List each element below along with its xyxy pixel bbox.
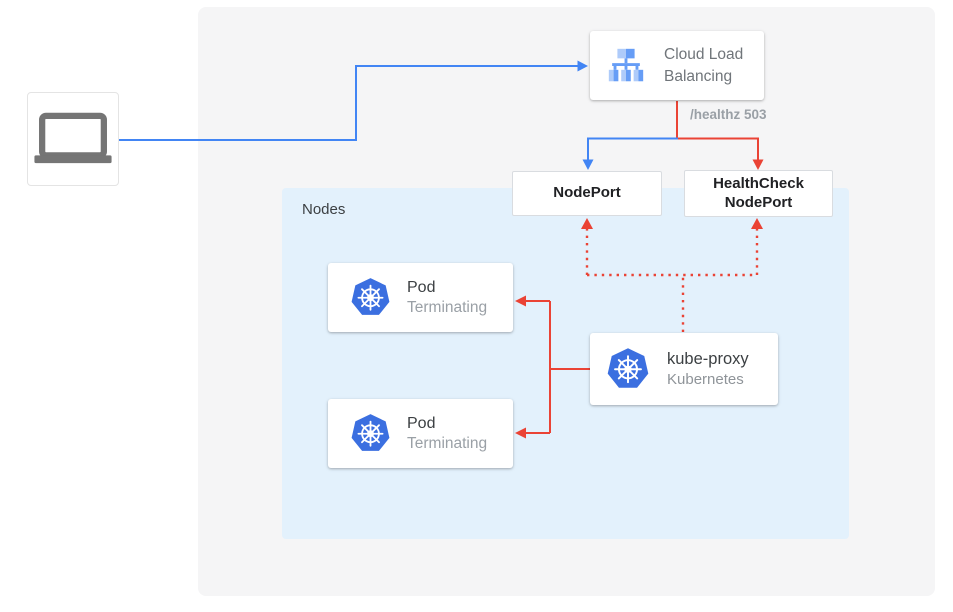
clb-label: Cloud Load Balancing [664, 45, 744, 85]
pod-title: Pod [407, 414, 436, 432]
pod-label-group: Pod Terminating [407, 277, 487, 319]
nodes-group-label: Nodes [302, 201, 346, 218]
pod-status: Terminating [407, 299, 488, 317]
pod-label-group: Pod Terminating [407, 413, 487, 455]
healthz-edge-label: /healthz 503 [690, 107, 767, 122]
pod-title: Pod [407, 278, 436, 296]
cloud-load-balancing-icon [608, 48, 644, 81]
kubernetes-icon [351, 414, 390, 451]
kube-proxy-subtitle: Kubernetes [667, 371, 744, 388]
kubernetes-icon [607, 348, 649, 388]
kubernetes-icon [351, 278, 390, 315]
node-healthcheck-nodeport: HealthCheck NodePort [684, 170, 833, 217]
node-cloud-load-balancing: Cloud Load Balancing [590, 31, 764, 100]
kube-proxy-label-group: kube-proxy Kubernetes [667, 348, 749, 391]
node-kube-proxy: kube-proxy Kubernetes [590, 333, 778, 405]
node-nodeport: NodePort [512, 171, 662, 216]
nodeport-label: NodePort [553, 184, 621, 202]
healthcheck-nodeport-label: HealthCheck NodePort [713, 174, 804, 211]
pod-status: Terminating [407, 435, 488, 453]
kube-proxy-title: kube-proxy [667, 349, 749, 368]
node-client [27, 92, 119, 186]
node-pod-1: Pod Terminating [328, 263, 513, 332]
node-pod-2: Pod Terminating [328, 399, 513, 468]
laptop-icon [34, 112, 112, 164]
